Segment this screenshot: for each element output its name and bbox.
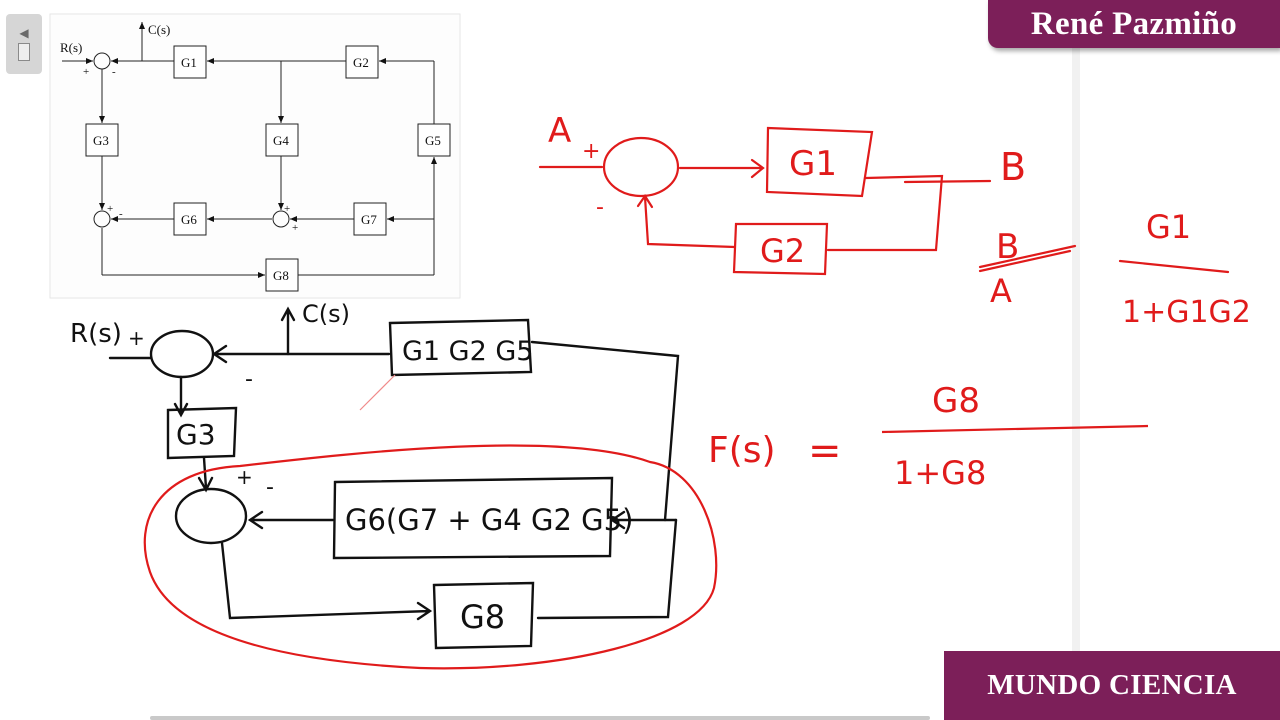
ref-label-g6: G6 — [181, 212, 197, 227]
ref-output-label: C(s) — [148, 22, 170, 37]
reference-diagram: R(s) C(s) + - + - + + G1 G2 G3 G4 G5 G6 … — [49, 13, 461, 299]
ref-block-g8 — [265, 258, 299, 292]
ref-label-g1: G1 — [181, 55, 197, 70]
fb-sign-plus: + — [582, 139, 600, 164]
channel-name: MUNDO CIENCIA — [987, 669, 1237, 701]
ref-sum-3 — [272, 210, 290, 228]
ref-label-g8: G8 — [273, 268, 289, 283]
collapse-arrow-icon: ◀ — [19, 26, 29, 40]
ref-input-label: R(s) — [60, 40, 82, 55]
page-edge — [1072, 0, 1080, 720]
pages-icon — [18, 43, 30, 61]
rd-output-label: C(s) — [302, 300, 350, 328]
fb-lhs-num: B — [996, 227, 1019, 267]
rd-summing-junction-2 — [174, 487, 248, 545]
rd-feedback-block — [388, 318, 533, 377]
rd-sign-minus: - — [266, 475, 274, 500]
fb-feedback-label: G2 — [760, 232, 805, 270]
author-banner: René Pazmiño — [988, 0, 1280, 48]
rd-sign-minus: - — [245, 367, 253, 392]
fb-numerator: G1 — [1146, 208, 1191, 246]
fb-input-label: A — [548, 111, 571, 151]
fb-lhs-den: A — [990, 272, 1012, 310]
ref-label-g5: G5 — [425, 133, 441, 148]
fb-denominator: 1+G1G2 — [1122, 295, 1251, 330]
ref-label-g3: G3 — [93, 133, 109, 148]
feedback-example-text: A + - G1 G2 B B A G1 1+G1G2 — [548, 111, 1251, 330]
reduced-diagram — [108, 306, 680, 650]
result-equals: = — [808, 428, 842, 474]
rd-feedback-label: G1 G2 G5 — [402, 336, 533, 367]
ref-block-g2 — [345, 45, 379, 79]
fb-fraction-bar — [1118, 259, 1230, 274]
result-expression: F(s) = G8 1+G8 — [708, 381, 986, 492]
author-name: René Pazmiño — [1030, 5, 1238, 42]
ref-sign: + — [107, 203, 113, 215]
rd-sign-plus: + — [236, 465, 253, 489]
channel-banner: MUNDO CIENCIA — [944, 651, 1280, 720]
rd-block-g3 — [166, 406, 238, 460]
ref-block-g4 — [265, 123, 299, 157]
fb-summing-junction — [602, 136, 680, 198]
feedback-example — [538, 126, 1230, 276]
ref-block-g7 — [353, 202, 387, 236]
highlight-loop — [143, 444, 718, 670]
ref-label-g2: G2 — [353, 55, 369, 70]
fb-output-label: B — [1000, 145, 1026, 189]
rd-sign-plus: + — [128, 326, 145, 350]
fb-feedback-block — [732, 222, 829, 276]
ref-sign: - — [112, 66, 116, 78]
ref-sum-2 — [93, 210, 111, 228]
ref-block-g5 — [417, 123, 451, 157]
horizontal-scrollbar[interactable] — [150, 716, 930, 720]
fb-forward-label: G1 — [789, 144, 837, 184]
ref-sign: - — [119, 208, 123, 220]
ref-sign: + — [284, 203, 290, 215]
ref-sign: + — [83, 66, 89, 78]
ref-label-g7: G7 — [361, 212, 377, 227]
result-lhs: F(s) — [708, 430, 776, 471]
result-numerator: G8 — [932, 381, 980, 421]
page-panel-toggle[interactable]: ◀ — [6, 14, 42, 74]
fb-equals: = — [1040, 275, 1041, 277]
ref-sign: + — [292, 222, 298, 234]
rd-summing-junction-1 — [149, 329, 215, 379]
fb-feedback-path — [826, 174, 944, 252]
fb-sign-minus: - — [596, 195, 604, 220]
ref-block-g3 — [85, 123, 119, 157]
result-fraction-bar — [881, 424, 1149, 434]
rd-block-g8 — [432, 581, 535, 650]
rd-middle-label: G6(G7 + G4 G2 G5) — [345, 503, 633, 537]
rd-label-g3: G3 — [176, 418, 216, 451]
fb-forward-block — [765, 126, 874, 198]
rd-middle-block — [332, 476, 614, 560]
result-denominator: 1+G8 — [894, 454, 986, 492]
rd-label-g8: G8 — [460, 598, 505, 636]
ref-block-g1 — [173, 45, 207, 79]
rd-input-label: R(s) — [70, 319, 122, 349]
reduced-diagram-text: R(s) + - C(s) G1 G2 G5 G3 + - G6(G7 + G4… — [70, 300, 633, 636]
svg-text:=: = — [1040, 275, 1041, 277]
ref-label-g4: G4 — [273, 133, 289, 148]
